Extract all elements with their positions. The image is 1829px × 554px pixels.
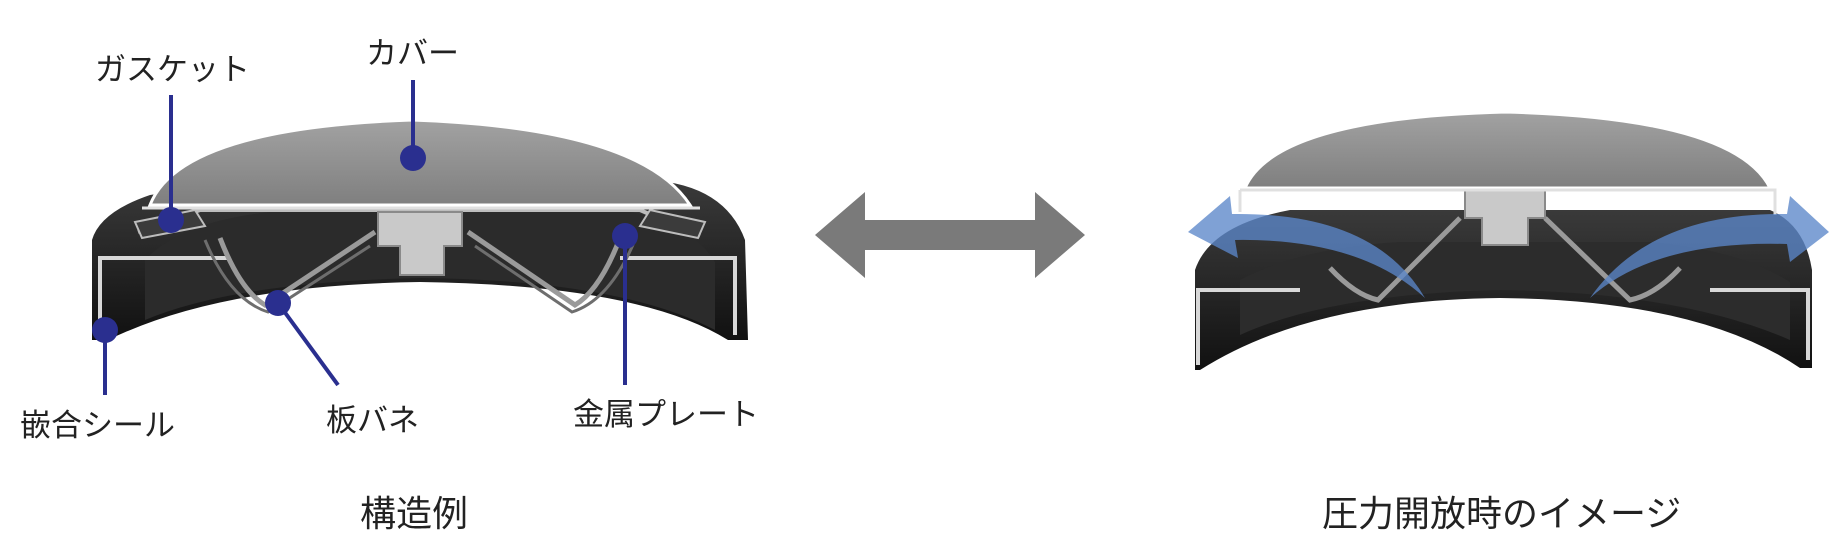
- caption-structure-example: 構造例: [360, 494, 469, 535]
- label-gasket: ガスケット: [95, 52, 250, 88]
- center-post: [377, 211, 463, 276]
- leaf-spring-right: [466, 229, 623, 308]
- airflow-arrow-right-icon: [1590, 196, 1829, 298]
- callout-dot-cover: [400, 145, 426, 171]
- callout-line-leaf-spring: [276, 301, 340, 387]
- leaf-spring-open-right: [1543, 216, 1682, 303]
- leaf-spring-left: [217, 229, 377, 308]
- caption-pressure-release: 圧力開放時のイメージ: [1322, 494, 1682, 535]
- cover-dome-raised: [1242, 110, 1773, 190]
- label-fitting-seal: 嵌合シール: [20, 408, 175, 444]
- double-arrow-icon: [815, 192, 1085, 278]
- vent-structure-left: [92, 80, 748, 395]
- callout-dot-metal-plate: [612, 223, 638, 249]
- callout-dot-gasket: [158, 207, 184, 233]
- gasket-right: [638, 208, 707, 240]
- housing-cavity-open: [1240, 242, 1790, 340]
- leaf-spring-left-2: [203, 239, 371, 314]
- metal-plate-frame-open: [1196, 288, 1810, 365]
- cover-rim-raised: [1240, 188, 1777, 215]
- center-post-open: [1464, 189, 1546, 246]
- callout-dot-fitting-seal: [92, 317, 118, 343]
- airflow-arrow-left-icon: [1188, 196, 1425, 298]
- callout-dot-leaf-spring: [265, 290, 291, 316]
- label-metal-plate: 金属プレート: [573, 397, 759, 433]
- leaf-spring-open-left: [1328, 216, 1462, 303]
- vent-structure-right: [1188, 110, 1829, 370]
- label-leaf-spring: 板バネ: [326, 403, 419, 439]
- leaf-spring-right-2: [474, 239, 637, 314]
- metal-plate-frame: [98, 256, 737, 340]
- label-cover: カバー: [366, 36, 459, 72]
